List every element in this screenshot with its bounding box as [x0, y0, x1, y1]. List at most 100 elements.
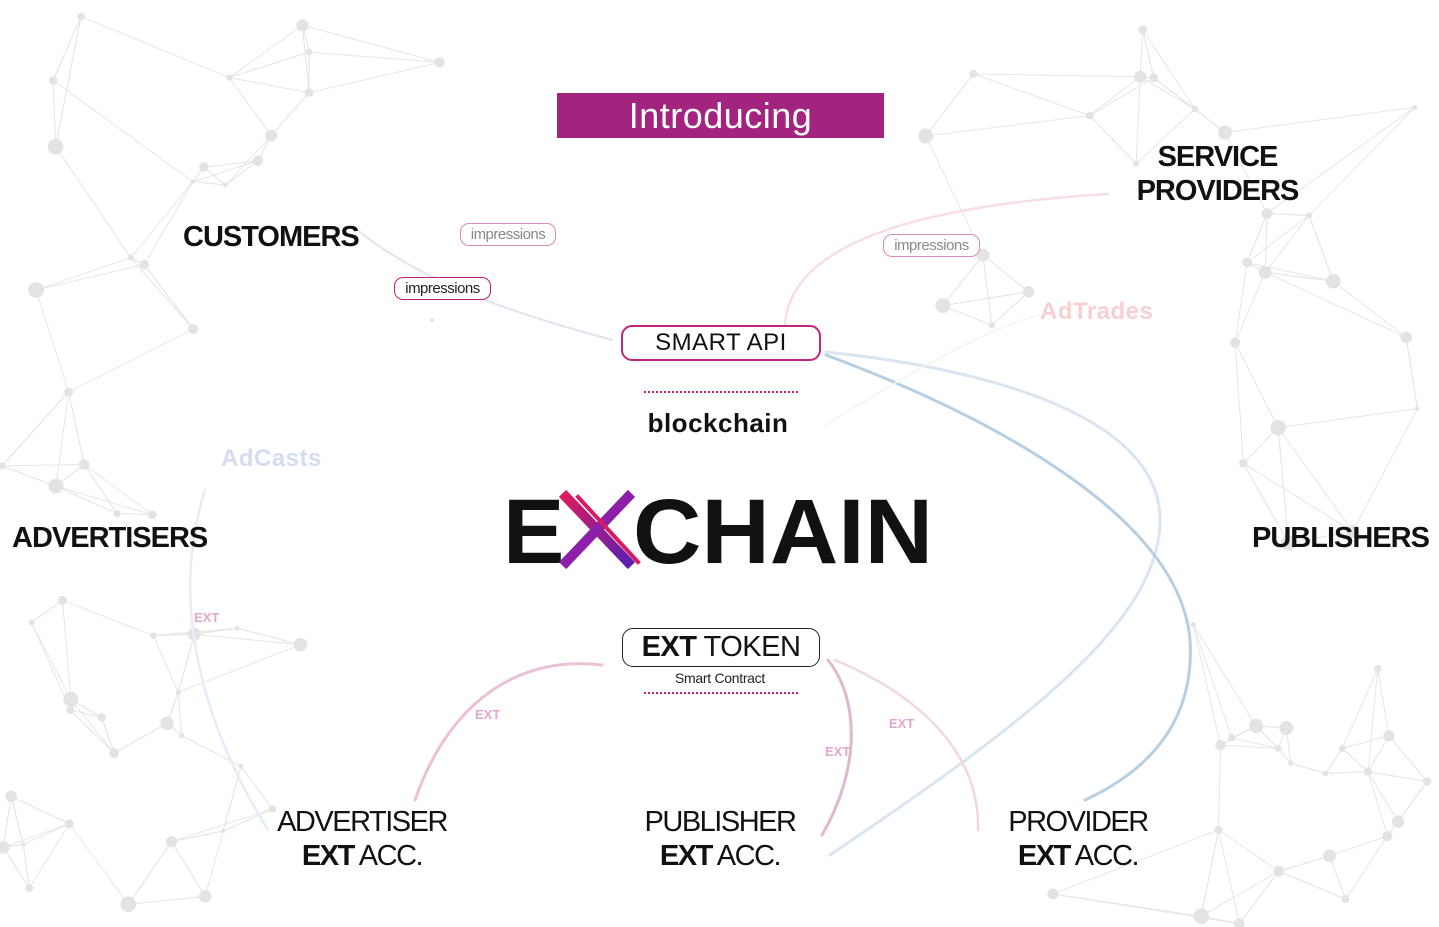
- network-line: [1224, 132, 1268, 214]
- network-line: [171, 830, 224, 843]
- network-line: [177, 692, 183, 736]
- network-line: [70, 699, 115, 754]
- label-service-providers-line1: SERVICE: [1157, 141, 1279, 173]
- network-line: [178, 644, 301, 693]
- network-line: [1325, 771, 1369, 774]
- network-line: [229, 51, 310, 79]
- network-line: [982, 254, 1029, 293]
- network-line: [302, 24, 440, 63]
- network-line: [1242, 463, 1289, 544]
- network-line: [55, 146, 132, 259]
- network-node: [64, 819, 74, 829]
- network-line: [68, 328, 194, 393]
- network-node: [1149, 73, 1159, 83]
- impressions-pill-3: impressions: [883, 234, 980, 257]
- ext-tag-publisher-acc: EXT: [825, 744, 851, 759]
- label-customers: CUSTOMERS: [183, 221, 360, 253]
- network-node: [1325, 273, 1341, 289]
- network-line: [1324, 748, 1343, 774]
- network-node: [252, 155, 263, 166]
- network-line: [1308, 106, 1416, 216]
- network-line: [128, 895, 206, 905]
- label-blockchain: blockchain: [647, 408, 789, 438]
- network-line: [1278, 870, 1346, 900]
- network-line: [1377, 668, 1390, 737]
- exchain-logo: E CHAIN: [503, 481, 933, 583]
- network-line: [236, 627, 301, 646]
- network-node: [48, 76, 58, 85]
- network-line: [240, 765, 273, 810]
- network-line: [1243, 427, 1279, 464]
- network-line: [1341, 668, 1379, 749]
- network-line: [1139, 76, 1196, 110]
- network-node: [226, 74, 233, 81]
- network-line: [1265, 271, 1407, 338]
- network-node: [120, 896, 137, 912]
- network-line: [1246, 262, 1334, 282]
- network-line: [68, 823, 129, 905]
- network-line: [171, 808, 273, 843]
- network-line: [10, 796, 24, 845]
- network-line: [1135, 76, 1141, 164]
- network-line: [1278, 408, 1418, 429]
- network-node: [1239, 459, 1248, 468]
- network-line: [225, 135, 272, 186]
- account-publisher-line1: PUBLISHER: [644, 806, 797, 838]
- network-node: [1400, 331, 1413, 344]
- impressions-pill-2: impressions: [394, 277, 491, 300]
- network-node: [1258, 266, 1272, 279]
- network-node: [66, 706, 75, 714]
- network-line: [270, 92, 310, 136]
- network-node: [1305, 212, 1313, 219]
- logo-letter-e: E: [503, 481, 564, 583]
- network-line: [62, 599, 154, 637]
- network-node: [1363, 767, 1373, 776]
- network-line: [1290, 762, 1326, 774]
- network-line: [36, 263, 145, 291]
- network-node: [1214, 825, 1223, 834]
- network-line: [130, 257, 194, 330]
- network-node: [1047, 888, 1059, 900]
- network-line: [301, 25, 310, 93]
- network-line: [62, 600, 72, 700]
- network-node: [1242, 257, 1253, 268]
- network-node: [223, 182, 228, 188]
- network-line: [1308, 215, 1334, 282]
- network-line: [1, 391, 70, 467]
- network-line: [1192, 624, 1233, 739]
- network-node: [0, 840, 10, 854]
- network-node: [199, 162, 209, 172]
- network-line: [143, 181, 194, 265]
- label-service-providers: SERVICE PROVIDERS: [1135, 140, 1300, 208]
- network-node: [78, 459, 90, 470]
- curve-advertisers-acc: [189, 488, 270, 832]
- token-bold: EXT: [641, 631, 697, 663]
- network-line: [1142, 29, 1196, 110]
- curve-api-publishers-outer: [824, 350, 1162, 857]
- network-node: [1249, 718, 1264, 734]
- network-line: [1238, 870, 1280, 925]
- network-line: [1266, 106, 1416, 214]
- network-node: [296, 19, 309, 32]
- network-node: [293, 637, 308, 652]
- network-node: [25, 884, 34, 893]
- network-line: [1332, 280, 1407, 338]
- network-line: [1089, 76, 1141, 116]
- network-node: [198, 890, 212, 903]
- network-line: [52, 80, 194, 183]
- account-publisher: PUBLISHER EXT ACC.: [620, 805, 820, 873]
- network-node: [127, 254, 134, 261]
- network-node: [166, 836, 178, 848]
- network-line: [1278, 855, 1330, 872]
- network-node: [268, 805, 277, 813]
- network-line: [1264, 213, 1268, 273]
- network-line: [1218, 829, 1280, 872]
- network-node: [1191, 105, 1199, 113]
- network-line: [1288, 530, 1353, 544]
- network-line: [1277, 427, 1289, 544]
- network-line: [1052, 829, 1219, 895]
- network-line: [10, 795, 70, 825]
- ext-token-box: EXT TOKEN: [622, 628, 820, 667]
- network-line: [55, 485, 118, 515]
